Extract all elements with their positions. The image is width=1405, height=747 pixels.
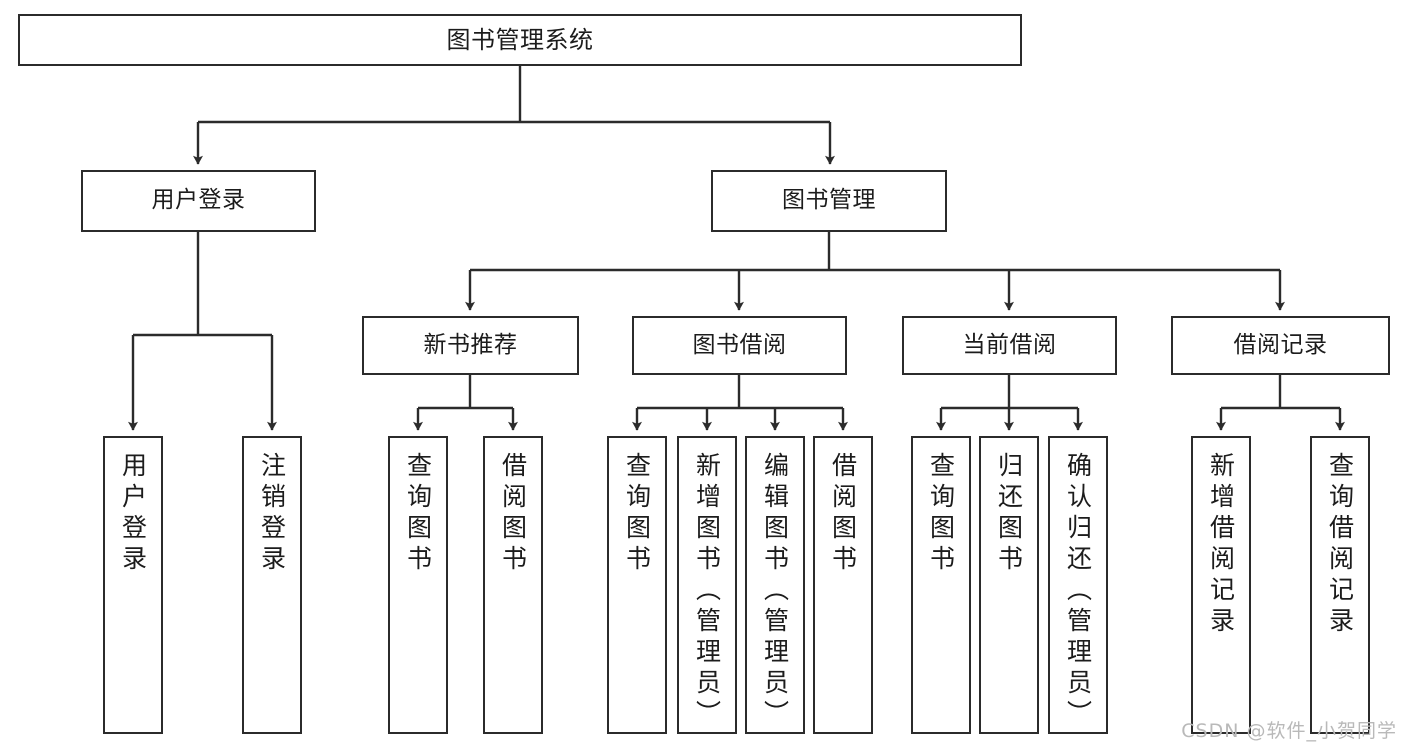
node-label: 编辑图书（管理员） <box>760 452 790 731</box>
leaf-borrow-book-recommend[interactable]: 借阅图书 <box>483 436 543 734</box>
leaf-borrow-book-borrow[interactable]: 借阅图书 <box>813 436 873 734</box>
node-label: 查询借阅记录 <box>1325 452 1355 638</box>
leaf-edit-book-admin[interactable]: 编辑图书（管理员） <box>745 436 805 734</box>
leaf-query-borrow-record[interactable]: 查询借阅记录 <box>1310 436 1370 734</box>
node-book-management[interactable]: 图书管理 <box>711 170 947 232</box>
node-label: 注销登录 <box>257 452 287 576</box>
node-label: 查询图书 <box>926 452 956 576</box>
node-label: 借阅图书 <box>828 452 858 576</box>
leaf-add-book-admin[interactable]: 新增图书（管理员） <box>677 436 737 734</box>
node-label: 查询图书 <box>403 452 433 576</box>
node-current-borrow[interactable]: 当前借阅 <box>902 316 1117 375</box>
node-book-borrow[interactable]: 图书借阅 <box>632 316 847 375</box>
node-label: 确认归还（管理员） <box>1063 452 1093 731</box>
leaf-confirm-return-admin[interactable]: 确认归还（管理员） <box>1048 436 1108 734</box>
leaf-user-logout[interactable]: 注销登录 <box>242 436 302 734</box>
csdn-watermark: CSDN @软件_小贺同学 <box>1181 720 1397 742</box>
node-label: 图书借阅 <box>692 331 787 358</box>
leaf-return-book[interactable]: 归还图书 <box>979 436 1039 734</box>
node-user-login[interactable]: 用户登录 <box>81 170 316 232</box>
node-new-book-recommend[interactable]: 新书推荐 <box>362 316 579 375</box>
node-root-book-management-system[interactable]: 图书管理系统 <box>18 14 1022 66</box>
leaf-query-book-current[interactable]: 查询图书 <box>911 436 971 734</box>
node-label: 查询图书 <box>622 452 652 576</box>
leaf-query-book-borrow[interactable]: 查询图书 <box>607 436 667 734</box>
node-label: 归还图书 <box>994 452 1024 576</box>
node-label: 新书推荐 <box>423 331 518 358</box>
leaf-query-book-recommend[interactable]: 查询图书 <box>388 436 448 734</box>
leaf-add-borrow-record[interactable]: 新增借阅记录 <box>1191 436 1251 734</box>
node-label: 当前借阅 <box>962 331 1057 358</box>
node-label: 新增借阅记录 <box>1206 452 1236 638</box>
leaf-user-login[interactable]: 用户登录 <box>103 436 163 734</box>
node-label: 用户登录 <box>151 187 246 214</box>
node-borrow-record[interactable]: 借阅记录 <box>1171 316 1390 375</box>
node-label: 图书管理系统 <box>446 25 594 54</box>
node-label: 用户登录 <box>118 452 148 576</box>
node-label: 新增图书（管理员） <box>692 452 722 731</box>
node-label: 借阅图书 <box>498 452 528 576</box>
node-label: 图书管理 <box>782 187 876 214</box>
node-label: 借阅记录 <box>1233 331 1328 358</box>
